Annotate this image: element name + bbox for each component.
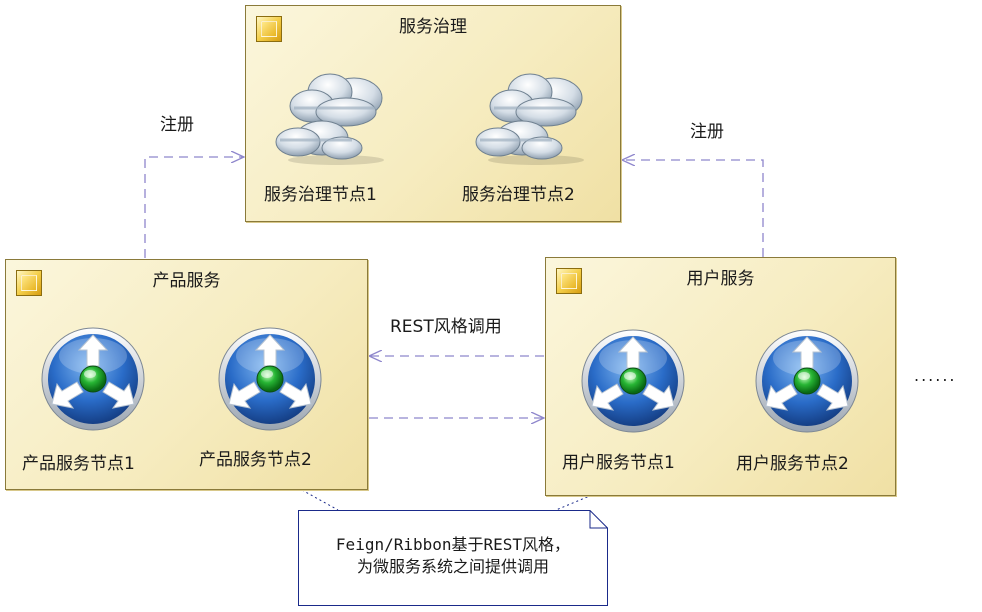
user-service-title: 用户服务 <box>686 269 755 289</box>
user-service-box: 用户服务 用 <box>545 257 896 496</box>
product-service-box: 产品服务 产 <box>5 259 368 490</box>
service-node-icon <box>41 327 145 431</box>
cloud-icon <box>475 73 584 165</box>
package-icon <box>556 268 582 294</box>
note-box: Feign/Ribbon基于REST风格， 为微服务系统之间提供调用 <box>298 510 608 606</box>
register-label-right: 注册 <box>690 122 724 142</box>
user-node-1-label: 用户服务节点1 <box>562 453 675 473</box>
note-shape <box>298 510 608 606</box>
note-line-1: Feign/Ribbon基于REST风格， <box>335 535 571 554</box>
user-node-2-label: 用户服务节点2 <box>736 454 849 474</box>
cloud-icon <box>275 73 384 165</box>
rest-call-label: REST风格调用 <box>390 317 502 337</box>
note-line-2: 为微服务系统之间提供调用 <box>356 557 549 576</box>
governance-box: 服务治理 <box>245 5 621 222</box>
service-node-icon <box>218 327 322 431</box>
product-node-2-label: 产品服务节点2 <box>199 450 312 470</box>
product-node-1-label: 产品服务节点1 <box>22 454 135 474</box>
governance-title: 服务治理 <box>399 17 467 37</box>
service-node-icon <box>581 329 685 433</box>
register-edge-left <box>144 157 244 258</box>
more-nodes-ellipsis: ...... <box>914 366 957 385</box>
service-node-icon <box>755 329 859 433</box>
package-icon <box>16 270 42 296</box>
register-edge-right <box>622 160 764 257</box>
package-icon <box>256 16 282 42</box>
governance-node-1-label: 服务治理节点1 <box>264 185 377 205</box>
governance-node-2-label: 服务治理节点2 <box>462 185 575 205</box>
product-service-title: 产品服务 <box>152 271 221 291</box>
note-anchor-right <box>555 494 593 511</box>
note-anchor-left <box>301 489 339 511</box>
register-label-left: 注册 <box>160 115 194 135</box>
